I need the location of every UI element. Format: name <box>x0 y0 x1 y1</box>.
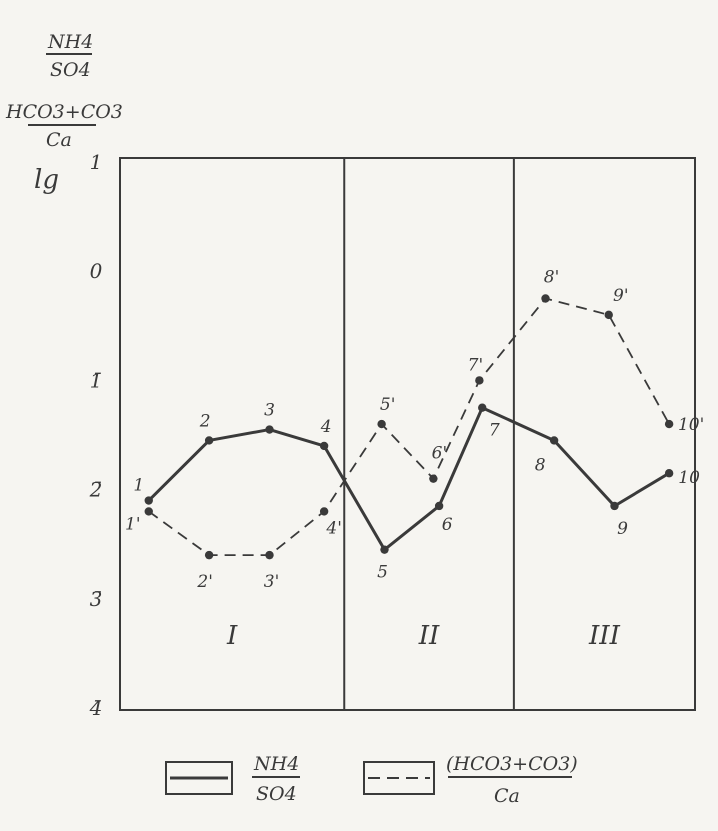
point-label: 2' <box>196 572 213 592</box>
legend-item-hco3-ca: (HCO3+CO3) Ca <box>363 753 578 807</box>
legend-so4-den: SO4 <box>256 783 297 805</box>
y-tick-label: 1̄ <box>90 368 103 392</box>
data-point-nh4_so4 <box>549 436 559 445</box>
point-label: 1' <box>125 514 141 534</box>
point-label: 6 <box>442 515 453 535</box>
legend-box-solid <box>165 761 233 795</box>
point-label: 8' <box>544 268 560 288</box>
data-point-nh4_so4 <box>380 545 389 554</box>
point-label: 1 <box>133 476 144 496</box>
y-title-hco3-num: HCO3+CO3 <box>5 101 123 123</box>
series-line-hco3_ca <box>148 297 670 557</box>
data-point-hco3_ca <box>265 550 274 560</box>
data-point-hco3_ca <box>604 310 613 320</box>
legend-nh4-num: NH4 <box>253 753 299 775</box>
point-label: 3 <box>264 401 275 421</box>
data-point-nh4_so4 <box>144 496 153 505</box>
point-label: 9' <box>613 286 629 306</box>
data-point-nh4_so4 <box>664 469 674 478</box>
point-label: 4 <box>320 417 332 437</box>
zone-label: II <box>418 621 440 651</box>
data-point-hco3_ca <box>319 507 329 516</box>
data-point-nh4_so4 <box>204 436 214 445</box>
y-tick-label: 2̄ <box>89 478 103 502</box>
series-layer <box>144 294 674 560</box>
y-ticks: 1 0 1̄ 2̄ 3̄ 4̄ <box>89 150 103 720</box>
point-label: 3' <box>264 572 280 592</box>
data-point-hco3_ca <box>429 474 438 483</box>
legend-box-dashed <box>363 761 435 795</box>
point-labels: 1 2 3 4 5 6 7 8 9 10 1' 2' 3' 4' 5' 6' 7' 8' 9' 10' <box>125 268 704 593</box>
point-label: 10' <box>678 415 704 435</box>
data-point-hco3_ca <box>541 294 550 303</box>
point-label: 5 <box>377 563 388 583</box>
plot-frame <box>119 157 696 711</box>
data-point-nh4_so4 <box>265 425 274 434</box>
point-label: 5' <box>380 395 396 415</box>
point-label: 6' <box>432 444 448 464</box>
y-title-nh4-so4: NH4 SO4 <box>46 31 93 81</box>
legend: NH4 SO4 (HCO3+CO3) Ca <box>165 753 578 807</box>
legend-hco3-num: (HCO3+CO3) <box>446 753 578 775</box>
y-tick-label: 3̄ <box>90 587 103 611</box>
point-label: 9 <box>617 519 628 539</box>
data-point-hco3_ca <box>144 507 153 516</box>
data-point-hco3_ca <box>475 376 484 385</box>
point-label: 4' <box>325 518 342 538</box>
legend-item-nh4-so4: NH4 SO4 <box>165 753 300 805</box>
point-label: 8 <box>535 455 546 475</box>
series-line-nh4_so4 <box>147 406 670 552</box>
point-label: 2 <box>199 411 211 431</box>
data-point-nh4_so4 <box>434 501 444 511</box>
data-point-hco3_ca <box>377 419 386 429</box>
data-point-hco3_ca <box>664 419 674 429</box>
legend-ca-den: Ca <box>494 785 520 807</box>
y-title-ca-den: Ca <box>46 129 72 151</box>
data-point-nh4_so4 <box>478 403 487 412</box>
point-label: 7 <box>489 421 500 441</box>
y-axis-label: lg <box>34 165 59 195</box>
y-tick-label: 4̄ <box>89 696 103 720</box>
y-title-so4-den: SO4 <box>50 59 91 81</box>
y-title-hco3-ca: HCO3+CO3 Ca <box>5 101 123 151</box>
y-tick-label: 1 <box>90 150 103 174</box>
y-tick-label: 0 <box>90 259 103 283</box>
data-point-hco3_ca <box>204 550 214 560</box>
zone-label: I <box>226 621 238 651</box>
zone-label: III <box>588 621 621 651</box>
data-point-nh4_so4 <box>319 441 329 451</box>
point-label: 10 <box>678 468 700 488</box>
point-label: 7' <box>468 355 484 375</box>
y-title-nh4-num: NH4 <box>47 31 93 53</box>
data-point-nh4_so4 <box>610 501 619 511</box>
